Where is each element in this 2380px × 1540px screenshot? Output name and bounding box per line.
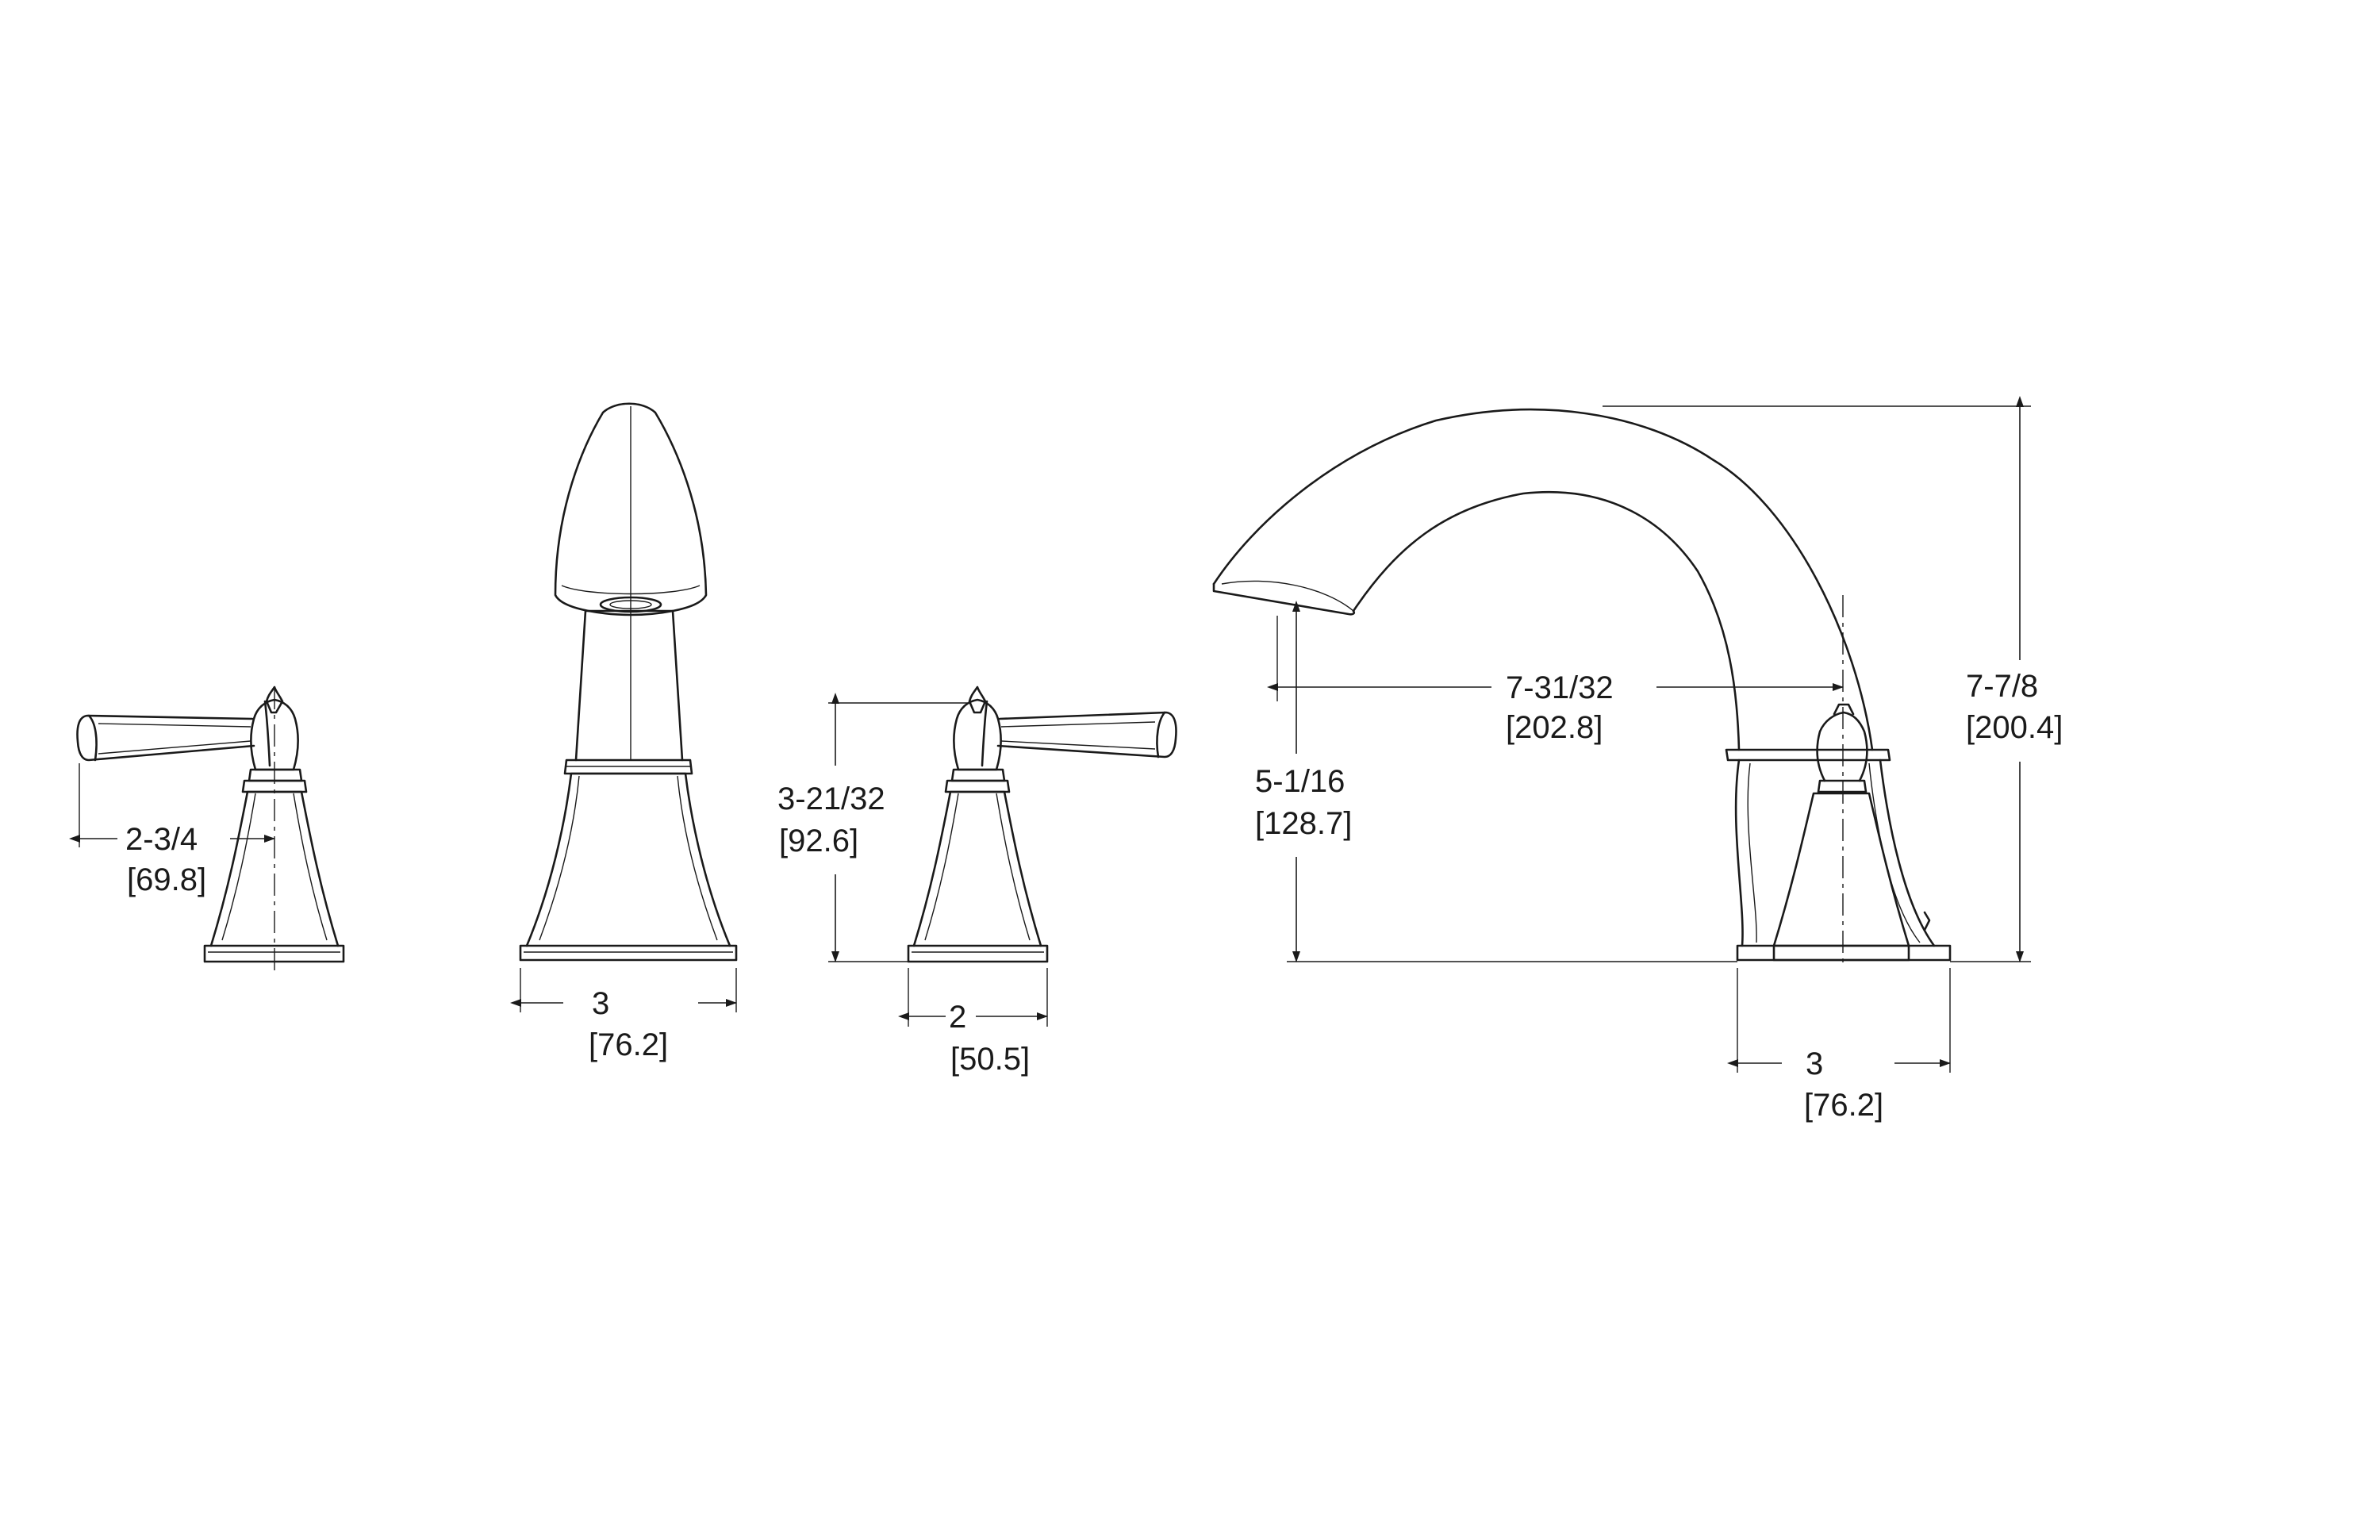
dim-handle-base-width: 2 [50.5]	[898, 968, 1048, 1077]
dim-spout-base-width-inch: 3	[592, 986, 609, 1021]
dim-handle-base-width-mm: [50.5]	[950, 1042, 1030, 1077]
dim-spout-reach-inch: 7-31/32	[1506, 670, 1614, 705]
dim-spout-outlet-height: 5-1/16 [128.7]	[1255, 601, 1737, 962]
dim-spout-total-height: 7-7/8 [200.4]	[1603, 396, 2063, 962]
dim-spout-reach-mm: [202.8]	[1506, 710, 1603, 745]
dim-handle-height: 3-21/32 [92.6]	[777, 693, 971, 962]
dim-handle-reach-inch: 2-3/4	[125, 822, 198, 857]
dim-spout-base-width: 3 [76.2]	[510, 968, 737, 1062]
dim-spout-outlet-height-inch: 5-1/16	[1255, 764, 1345, 799]
left-handle	[76, 686, 345, 963]
dim-spout-total-height-inch: 7-7/8	[1966, 669, 2038, 704]
dim-side-base-width: 3 [76.2]	[1727, 968, 1951, 1123]
spout-side-view	[1212, 408, 1952, 962]
dim-spout-base-width-mm: [76.2]	[589, 1027, 668, 1062]
dim-spout-reach: 7-31/32 [202.8]	[1267, 616, 1844, 745]
dim-handle-reach-mm: [69.8]	[127, 862, 206, 897]
right-handle	[907, 686, 1177, 963]
dim-side-base-width-mm: [76.2]	[1804, 1088, 1883, 1123]
dim-handle-height-inch: 3-21/32	[777, 782, 885, 816]
dim-spout-outlet-height-mm: [128.7]	[1255, 806, 1352, 841]
dim-handle-reach: 2-3/4 [69.8]	[69, 763, 275, 897]
spout-front	[519, 402, 738, 962]
dim-handle-base-width-inch: 2	[949, 1000, 966, 1035]
dim-handle-height-mm: [92.6]	[779, 824, 858, 858]
dim-spout-total-height-mm: [200.4]	[1966, 710, 2063, 745]
dim-side-base-width-inch: 3	[1806, 1047, 1823, 1081]
